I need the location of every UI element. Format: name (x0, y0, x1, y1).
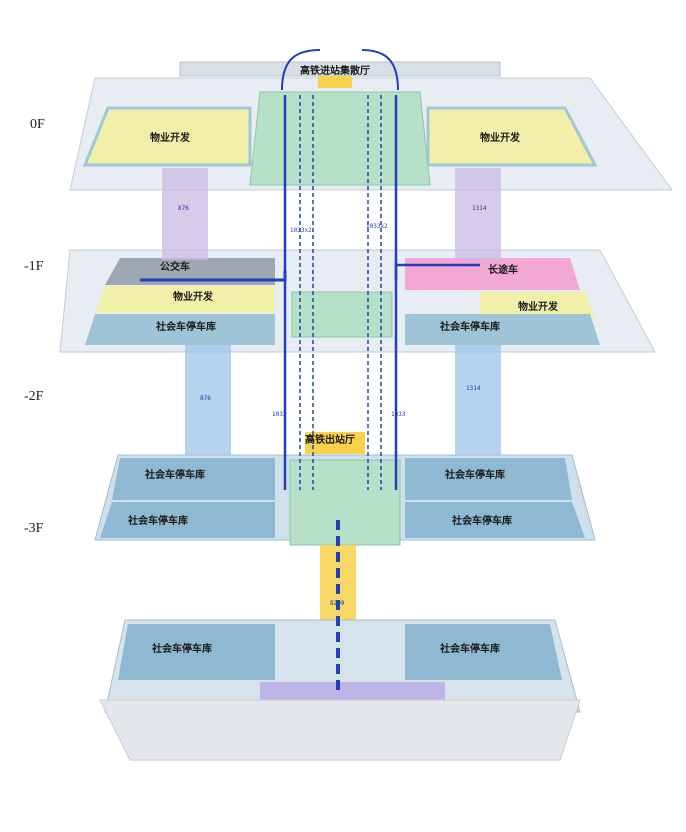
parking-minus2f-left (112, 458, 275, 500)
label-property-0f-right: 物业开发 (480, 131, 521, 144)
label-hall-out: 高铁出站厅 (305, 433, 355, 446)
label-property-minus1f-right: 物业开发 (518, 300, 559, 313)
parking-minus3f-left (100, 502, 275, 538)
floor-label-minus3f: -3F (24, 521, 44, 536)
label-property-minus1f-left: 物业开发 (173, 290, 214, 303)
parking-minus1f-right (405, 314, 600, 345)
label-parking-bottom-left: 社会车停车库 (151, 642, 212, 655)
arrow-bus (140, 270, 287, 282)
property-dev-0f-right (426, 106, 598, 167)
floor-label-minus2f: -2F (24, 389, 44, 404)
flow-label-1033x2-left: 1033x2 (290, 227, 312, 234)
label-parking-minus2f-left: 社会车停车库 (144, 468, 205, 481)
concourse-minus2f (289, 459, 401, 546)
level-0f (69, 61, 673, 191)
concourse-minus1f (291, 291, 393, 338)
bus-area (105, 258, 275, 285)
flow-arrows (140, 49, 480, 690)
arrow-coach (394, 263, 480, 280)
flow-label-1314-upper: 1314 (472, 205, 487, 212)
flow-label-1314-lower: 1314 (466, 385, 481, 392)
parking-minus2f-right (405, 458, 572, 500)
flow-label-8299: 8299 (330, 600, 345, 607)
flow-label-876-lower: 876 (200, 395, 211, 402)
shaft-purple-left (162, 168, 208, 260)
floor-label-minus1f: -1F (24, 259, 44, 274)
label-property-0f-left: 物业开发 (150, 131, 191, 144)
parking-minus1f-left (85, 314, 275, 345)
shaft-blue-right (455, 345, 501, 465)
level-minus3f (99, 619, 581, 761)
parking-minus3f-bottom-left (118, 624, 275, 680)
hall-out-block (305, 432, 365, 454)
level-minus2f (94, 432, 596, 546)
hall-in-block (318, 76, 352, 88)
shaft-purple-right (455, 168, 501, 260)
label-coach: 长途车 (488, 263, 518, 276)
label-parking-minus3f-left: 社会车停车库 (127, 514, 188, 527)
arrow-top-left (281, 49, 321, 91)
floor-label-0f: 0F (30, 117, 45, 132)
label-hall-in: 高铁进站集散厅 (300, 64, 370, 77)
label-parking-bottom-right: 社会车停车库 (439, 642, 500, 655)
shaft-blue-left (185, 345, 231, 465)
label-parking-minus2f-right: 社会车停车库 (444, 468, 505, 481)
flow-label-876-upper: 876 (178, 205, 189, 212)
bottom-track-base (99, 699, 581, 761)
parking-minus3f-bottom-right (405, 624, 562, 680)
parking-minus3f-right (405, 502, 585, 538)
property-dev-0f-left (82, 106, 252, 167)
concourse-0f (249, 91, 431, 186)
arrow-top-right (361, 49, 399, 91)
flow-label-1033-right: 1033 (391, 411, 406, 418)
flow-label-1033x2-right: 1033x2 (366, 223, 388, 230)
label-parking-minus1f-right: 社会车停车库 (439, 320, 500, 333)
label-bus: 公交车 (160, 260, 190, 273)
property-dev-minus1f-right (480, 292, 595, 318)
label-parking-minus3f-right: 社会车停车库 (451, 514, 512, 527)
label-parking-minus1f-left: 社会车停车库 (155, 320, 216, 333)
property-dev-minus1f-left (95, 286, 275, 313)
flow-label-1033-left: 1033 (272, 411, 287, 418)
level-minus1f (59, 249, 656, 353)
